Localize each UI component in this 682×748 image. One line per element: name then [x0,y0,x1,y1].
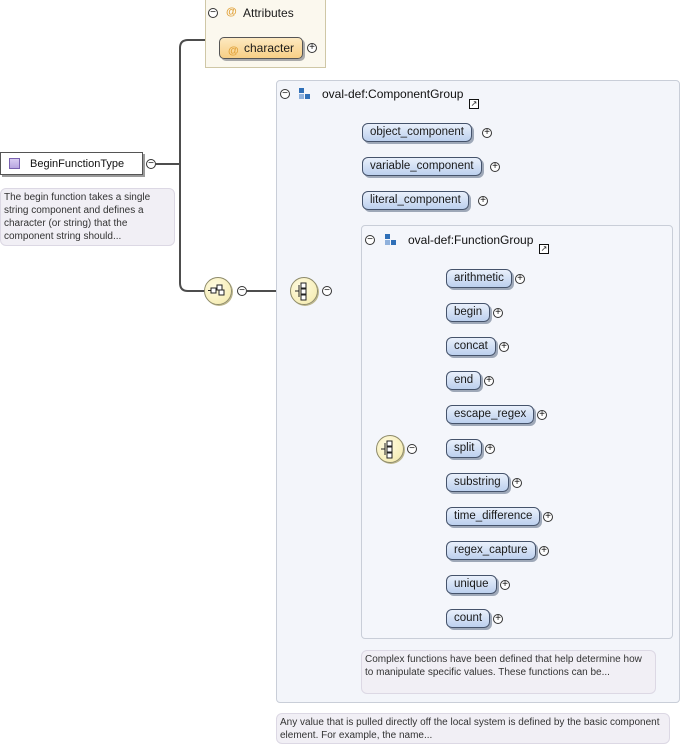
escape-regex-expand-toggle[interactable]: + [537,410,547,420]
function-group-documentation: Complex functions have been defined that… [361,650,656,694]
choice-compositor-icon[interactable] [290,277,318,305]
root-collapse-toggle[interactable]: − [146,159,156,169]
component-group-title: oval-def:ComponentGroup [322,87,464,101]
arithmetic-expand-toggle[interactable]: + [515,274,525,284]
end-expand-toggle[interactable]: + [484,376,494,386]
group-ref-icon [299,88,311,100]
regex-capture-expand-toggle[interactable]: + [539,546,549,556]
function-choice-compositor-icon[interactable] [376,435,404,463]
element-escape-regex[interactable]: escape_regex [446,405,535,424]
complex-type-icon [9,158,20,169]
root-documentation: The begin function takes a single string… [0,188,175,246]
element-object-component[interactable]: object_component [362,123,472,142]
attribute-group-icon: @ [226,6,237,18]
external-link-icon[interactable]: ↗ [469,99,479,109]
element-split[interactable]: split [446,439,483,458]
choice-collapse-toggle[interactable]: − [322,286,332,296]
attribute-icon: @ [228,45,239,57]
begin-expand-toggle[interactable]: + [493,308,503,318]
function-group-panel [361,225,673,639]
element-begin[interactable]: begin [446,303,491,322]
choice-glyph-icon [381,440,393,459]
attribute-name: character [244,41,295,55]
attributes-title: Attributes [243,6,294,20]
unique-expand-toggle[interactable]: + [500,580,510,590]
split-expand-toggle[interactable]: + [485,444,495,454]
count-expand-toggle[interactable]: + [493,614,503,624]
component-group-documentation: Any value that is pulled directly off th… [276,713,670,744]
concat-expand-toggle[interactable]: + [499,342,509,352]
root-type-box[interactable]: BeginFunctionType [0,152,143,175]
element-unique[interactable]: unique [446,575,497,594]
attribute-character-expand-toggle[interactable]: + [307,43,317,53]
function-group-collapse-toggle[interactable]: − [365,235,375,245]
choice-glyph-icon [295,282,307,301]
element-regex-capture[interactable]: regex_capture [446,541,536,560]
function-choice-collapse-toggle[interactable]: − [407,444,417,454]
element-substring[interactable]: substring [446,473,509,492]
root-type-name: BeginFunctionType [30,157,125,170]
group-ref-icon [385,234,397,246]
substring-expand-toggle[interactable]: + [512,478,522,488]
sequence-glyph-icon [208,284,225,296]
time-difference-expand-toggle[interactable]: + [543,512,553,522]
sequence-compositor-icon[interactable] [204,277,232,305]
function-group-title: oval-def:FunctionGroup [408,233,534,247]
external-link-icon[interactable]: ↗ [539,244,549,254]
element-count[interactable]: count [446,609,491,628]
sequence-collapse-toggle[interactable]: − [237,286,247,296]
element-time-difference[interactable]: time_difference [446,507,541,526]
element-literal-component[interactable]: literal_component [362,191,469,210]
element-variable-component[interactable]: variable_component [362,157,482,176]
attributes-collapse-toggle[interactable]: − [208,8,218,18]
element-arithmetic[interactable]: arithmetic [446,269,512,288]
literal-component-expand-toggle[interactable]: + [478,196,488,206]
object-component-expand-toggle[interactable]: + [482,128,492,138]
element-concat[interactable]: concat [446,337,496,356]
variable-component-expand-toggle[interactable]: + [490,162,500,172]
attribute-character[interactable]: @ character [219,37,303,59]
element-end[interactable]: end [446,371,482,390]
component-group-collapse-toggle[interactable]: − [280,89,290,99]
